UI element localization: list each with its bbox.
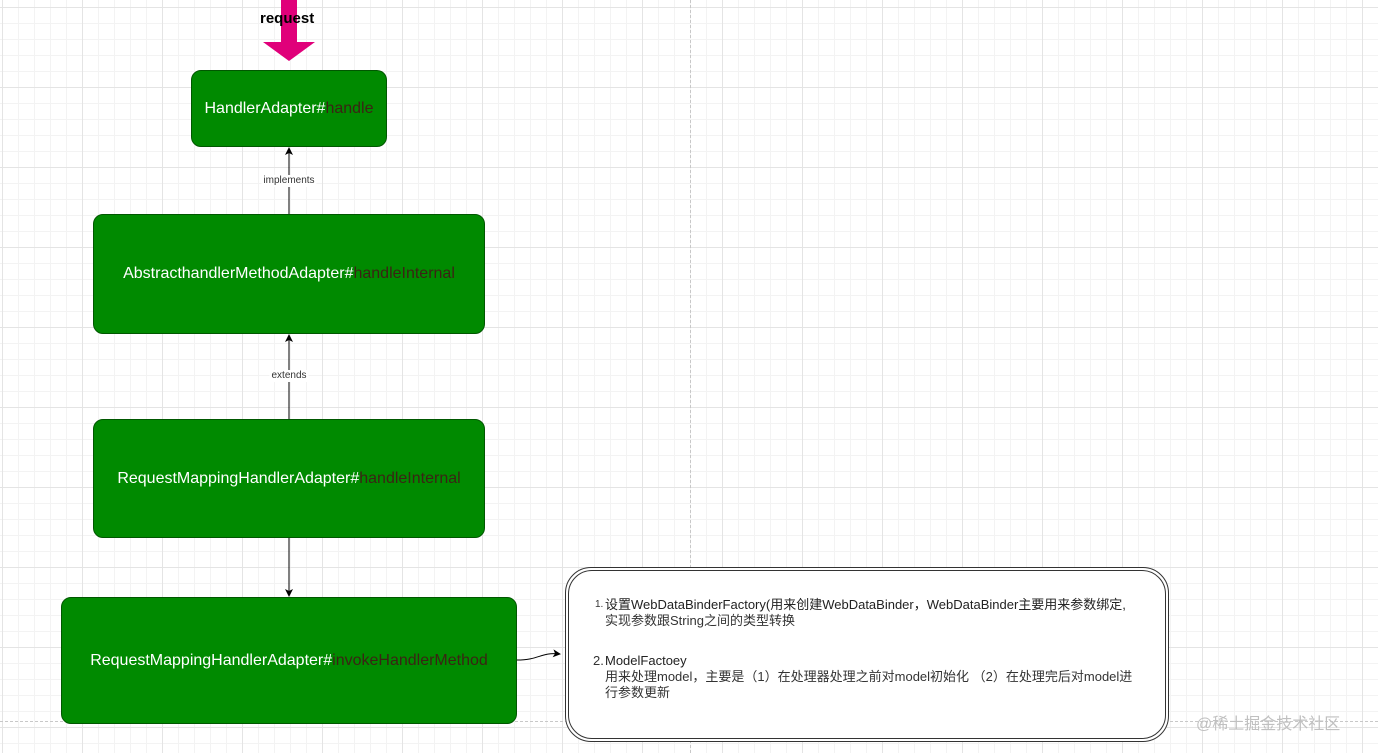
note-item-1: 1. 设置WebDataBinderFactory(用来创建WebDataBin… — [595, 597, 1155, 629]
class-name: AbstracthandlerMethodAdapter# — [123, 265, 354, 282]
handler-adapter-node[interactable]: HandlerAdapter#handle — [191, 70, 387, 147]
request-arrow[interactable] — [263, 0, 315, 61]
note-box[interactable]: 1. 设置WebDataBinderFactory(用来创建WebDataBin… — [565, 567, 1169, 742]
note-content: 1. 设置WebDataBinderFactory(用来创建WebDataBin… — [568, 570, 1166, 739]
note-item-line: 设置WebDataBinderFactory(用来创建WebDataBinder… — [605, 597, 1126, 612]
method-name: handleInternal — [359, 469, 461, 487]
note-item-number: 2. — [593, 653, 604, 668]
note-item-line: ModelFactoey — [605, 653, 687, 668]
request-mapping-handle-internal-node[interactable]: RequestMappingHandlerAdapter#handleInter… — [93, 419, 485, 538]
request-mapping-invoke-handler-node[interactable]: RequestMappingHandlerAdapter#invokeHandl… — [61, 597, 517, 724]
note-item-line: 实现参数跟String之间的类型转换 — [605, 613, 795, 628]
method-name: invokeHandlerMethod — [332, 651, 488, 669]
note-item-number: 1. — [595, 599, 604, 610]
watermark: @稀土掘金技术社区 — [1196, 716, 1341, 733]
note-connector[interactable] — [516, 649, 561, 661]
extends-label: extends — [269, 370, 309, 382]
class-name: HandlerAdapter# — [204, 99, 326, 117]
method-name: handle — [325, 99, 374, 117]
page-guide-vertical — [690, 0, 691, 753]
abstract-handler-method-adapter-node[interactable]: AbstracthandlerMethodAdapter#handleInter… — [93, 214, 485, 334]
request-label: request — [260, 10, 315, 27]
class-name: RequestMappingHandlerAdapter# — [117, 469, 360, 487]
note-item-line: 用来处理model，主要是（1）在处理器处理之前对model初始化 （2）在处理… — [605, 669, 1133, 684]
note-item-2: 2. ModelFactoey 用来处理model，主要是（1）在处理器处理之前… — [593, 653, 1155, 701]
implements-label: implements — [261, 175, 317, 187]
class-name: RequestMappingHandlerAdapter# — [90, 651, 333, 669]
note-item-line: 行参数更新 — [605, 685, 671, 700]
method-name: handleInternal — [353, 265, 455, 282]
